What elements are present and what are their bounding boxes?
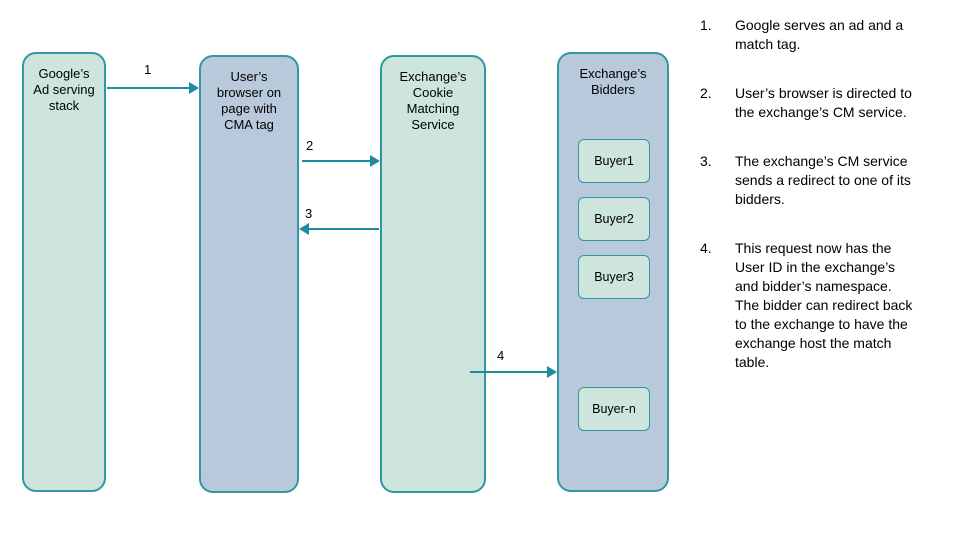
- arrow-4-label: 4: [497, 348, 505, 363]
- node-buyer-n: Buyer-n: [578, 387, 650, 431]
- arrow-2-label: 2: [306, 138, 314, 153]
- node-user-browser: User’s browser on page with CMA tag: [199, 55, 299, 493]
- node-cookie-matching-label: Exchange’s Cookie Matching Service: [399, 69, 467, 132]
- note-4-number: 4.: [700, 240, 712, 256]
- node-google-label: Google’s Ad serving stack: [33, 66, 95, 113]
- note-item-4: 4. This request now has the User ID in t…: [700, 239, 952, 372]
- node-google-ad-serving-stack: Google’s Ad serving stack: [22, 52, 106, 492]
- buyer-n-label: Buyer-n: [592, 402, 636, 416]
- node-buyer2: Buyer2: [578, 197, 650, 241]
- note-2-number: 2.: [700, 85, 712, 101]
- buyer2-label: Buyer2: [594, 212, 634, 226]
- note-1-text: Google serves an ad and a match tag.: [735, 17, 904, 52]
- node-exchange-bidders: Exchange’s Bidders Buyer1 Buyer2 Buyer3 …: [557, 52, 669, 492]
- note-item-3: 3. The exchange’s CM service sends a red…: [700, 152, 952, 209]
- note-item-1: 1. Google serves an ad and a match tag.: [700, 16, 952, 54]
- arrow-1: [107, 82, 199, 94]
- note-4-text: This request now has the User ID in the …: [735, 240, 913, 370]
- arrow-3: [299, 223, 379, 235]
- node-buyer3: Buyer3: [578, 255, 650, 299]
- arrow-3-label: 3: [305, 206, 313, 221]
- arrow-2: [302, 155, 380, 167]
- note-item-2: 2. User’s browser is directed to the exc…: [700, 84, 952, 122]
- buyer1-label: Buyer1: [594, 154, 634, 168]
- note-3-number: 3.: [700, 153, 712, 169]
- arrow-1-label: 1: [144, 62, 152, 77]
- notes-panel: 1. Google serves an ad and a match tag. …: [700, 16, 952, 402]
- node-cookie-matching-service: Exchange’s Cookie Matching Service: [380, 55, 486, 493]
- node-bidders-label: Exchange’s Bidders: [579, 66, 647, 97]
- buyer3-label: Buyer3: [594, 270, 634, 284]
- note-3-text: The exchange’s CM service sends a redire…: [735, 153, 911, 207]
- node-user-browser-label: User’s browser on page with CMA tag: [216, 69, 282, 132]
- note-1-number: 1.: [700, 17, 712, 33]
- arrow-4: [470, 366, 557, 378]
- note-2-text: User’s browser is directed to the exchan…: [735, 85, 912, 120]
- node-buyer1: Buyer1: [578, 139, 650, 183]
